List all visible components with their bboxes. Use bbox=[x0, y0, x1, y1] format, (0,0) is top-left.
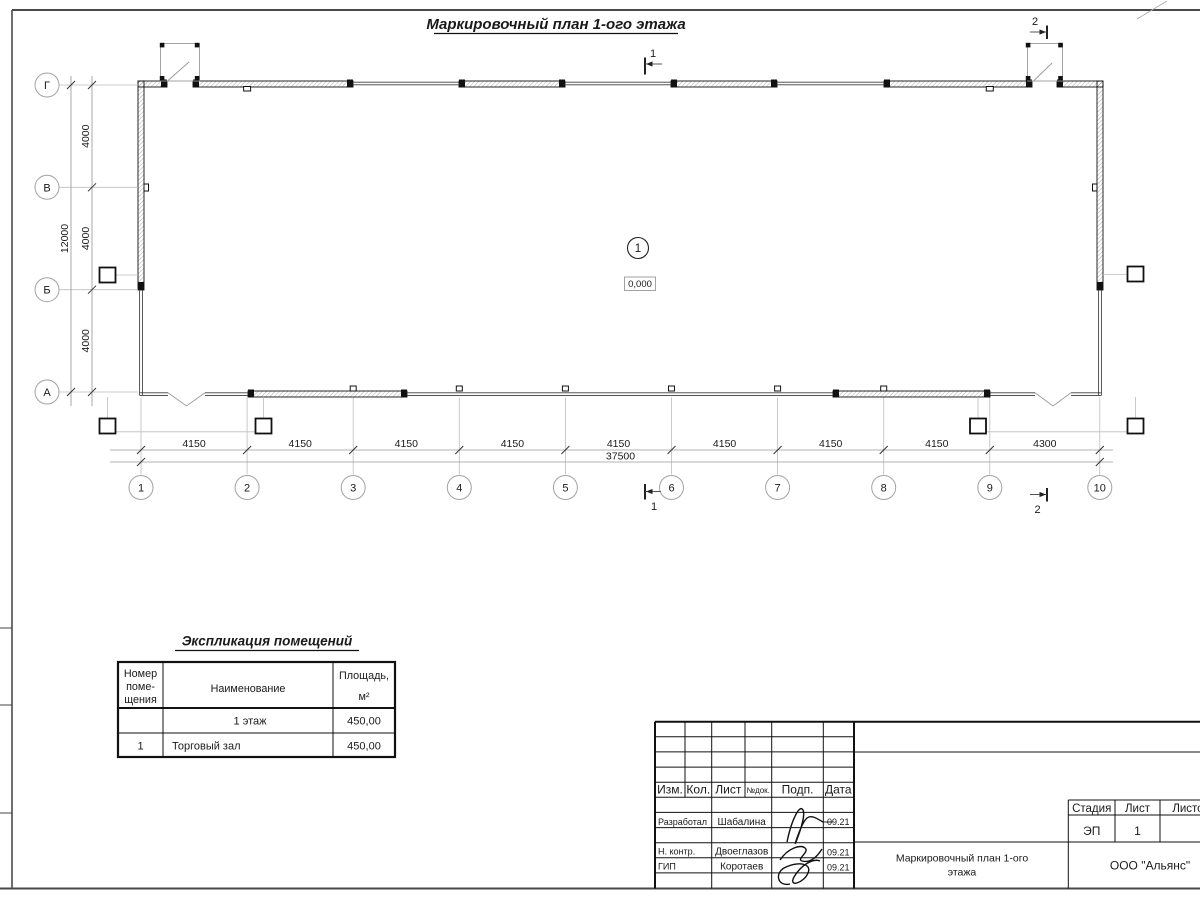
axis-label-5: 5 bbox=[562, 483, 568, 495]
axis-label-7: 7 bbox=[775, 483, 781, 495]
wall-pilasters bbox=[143, 86, 1098, 392]
stamp-date-1: 09.21 bbox=[827, 817, 850, 827]
axis-label-9: 9 bbox=[987, 483, 993, 495]
dim-bay-3: 4150 bbox=[395, 438, 419, 450]
axis-label-4: 4 bbox=[456, 483, 462, 495]
axis-label-2: 2 bbox=[244, 483, 250, 495]
dim-total-bottom: 37500 bbox=[606, 451, 635, 463]
stamp-col-ndok: №док. bbox=[746, 786, 769, 795]
table-row1-name: 1 этаж bbox=[234, 716, 268, 728]
section-2-bottom-label: 2 bbox=[1034, 504, 1040, 516]
room-schedule: Экспликация помещений Номер поме- щения … bbox=[116, 634, 397, 759]
table-col3-header-l2: м² bbox=[358, 691, 369, 703]
dim-bay-1: 4150 bbox=[182, 438, 206, 450]
stamp-sheets-label: Листов bbox=[1172, 803, 1200, 815]
dimension-lines-bottom: 4150 4150 4150 4150 4150 4150 4150 4150 … bbox=[110, 438, 1113, 467]
room-number: 1 bbox=[635, 243, 641, 255]
page-title: Маркировочный план 1-ого этажа bbox=[426, 16, 685, 33]
axis-circles-left: Г В Б А bbox=[34, 72, 60, 405]
axis-label-6: 6 bbox=[668, 483, 674, 495]
section-1-bottom-label: 1 bbox=[651, 501, 657, 513]
elevation-value: 0,000 bbox=[628, 279, 652, 290]
dim-bay-5: 4150 bbox=[607, 438, 631, 450]
stamp-date-2: 09.21 bbox=[827, 848, 850, 858]
stamp-col-podp: Подп. bbox=[782, 783, 814, 797]
extension-lines bbox=[59, 84, 1101, 475]
dim-total-left: 12000 bbox=[59, 224, 71, 253]
main-title: Маркировочный план 1-ого этажа bbox=[426, 16, 686, 35]
table-col2-header: Наименование bbox=[211, 683, 286, 695]
section-marks: 1 1 2 2 bbox=[644, 16, 1048, 516]
dim-left-1: 4000 bbox=[80, 124, 92, 148]
signatures bbox=[777, 807, 833, 886]
axis-circles-bottom: 1 2 3 4 5 6 7 8 9 10 bbox=[128, 475, 1113, 500]
stamp-role-2: Н. контр. bbox=[658, 847, 695, 857]
dim-bay-6: 4150 bbox=[713, 438, 737, 450]
table-col1-header-l3: щения bbox=[124, 694, 157, 706]
table-title: Экспликация помещений bbox=[182, 634, 353, 649]
axis-label-10: 10 bbox=[1094, 483, 1106, 495]
axis-label-a: А bbox=[43, 387, 51, 399]
stamp-sheet-value: 1 bbox=[1134, 824, 1141, 838]
axis-label-v: В bbox=[43, 182, 50, 194]
stamp-name-3: Коротаев bbox=[720, 862, 763, 873]
stamp-name-2: Двоеглазов bbox=[715, 847, 768, 858]
table-col1-header-l2: поме- bbox=[126, 681, 155, 693]
stamp-role-3: ГИП bbox=[658, 862, 676, 872]
stamp-stage-value: ЭП bbox=[1083, 824, 1100, 838]
table-row2-num: 1 bbox=[137, 741, 143, 753]
stamp-company: ООО "Альянс" bbox=[1110, 859, 1190, 873]
window-lines bbox=[139, 81, 1102, 396]
axis-label-3: 3 bbox=[350, 483, 356, 495]
axis-label-1: 1 bbox=[138, 483, 144, 495]
section-1-top-label: 1 bbox=[650, 48, 656, 60]
dim-bay-7: 4150 bbox=[819, 438, 843, 450]
stamp-sheet-label: Лист bbox=[1125, 803, 1151, 815]
table-row2-name: Торговый зал bbox=[172, 741, 241, 753]
plan-walls-hatched bbox=[137, 80, 1104, 398]
dim-bay-8: 4150 bbox=[925, 438, 949, 450]
wall-end-caps bbox=[138, 79, 1103, 398]
canopy-columns bbox=[98, 265, 1145, 435]
axis-label-g: Г bbox=[44, 80, 50, 92]
table-col1-header-l1: Номер bbox=[124, 668, 157, 680]
stamp-col-kol: Кол. bbox=[686, 783, 710, 797]
entrance-notches bbox=[167, 392, 1072, 407]
top-porches bbox=[159, 42, 1063, 82]
title-block: Изм. Кол. Лист №док. Подп. Дата Разработ… bbox=[654, 720, 1200, 889]
table-col3-header-l1: Площадь, bbox=[339, 670, 389, 682]
dimension-lines-left: 4000 4000 4000 12000 bbox=[59, 76, 97, 406]
stamp-col-data: Дата bbox=[825, 783, 852, 797]
table-row2-area: 450,00 bbox=[347, 741, 381, 753]
axis-label-b: Б bbox=[43, 285, 50, 297]
stamp-doc-title-l2: этажа bbox=[948, 867, 977, 879]
section-2-top-label: 2 bbox=[1032, 16, 1038, 28]
room-marker: 1 0,000 bbox=[624, 236, 656, 291]
dim-bay-2: 4150 bbox=[289, 438, 313, 450]
dim-left-3: 4000 bbox=[80, 329, 92, 353]
stamp-col-list: Лист bbox=[715, 783, 742, 797]
stamp-stage-label: Стадия bbox=[1072, 803, 1111, 815]
stamp-name-1: Шабалина bbox=[718, 816, 767, 828]
dim-bay-4: 4150 bbox=[501, 438, 525, 450]
stamp-date-3: 09.21 bbox=[827, 863, 850, 873]
stamp-role-1: Разработал bbox=[658, 817, 707, 827]
axis-label-8: 8 bbox=[881, 483, 887, 495]
dim-left-2: 4000 bbox=[80, 227, 92, 251]
dim-bay-9: 4300 bbox=[1033, 438, 1057, 450]
stamp-col-izm: Изм. bbox=[657, 783, 683, 797]
table-row1-area: 450,00 bbox=[347, 716, 381, 728]
stamp-doc-title-l1: Маркировочный план 1-ого bbox=[896, 853, 1028, 865]
